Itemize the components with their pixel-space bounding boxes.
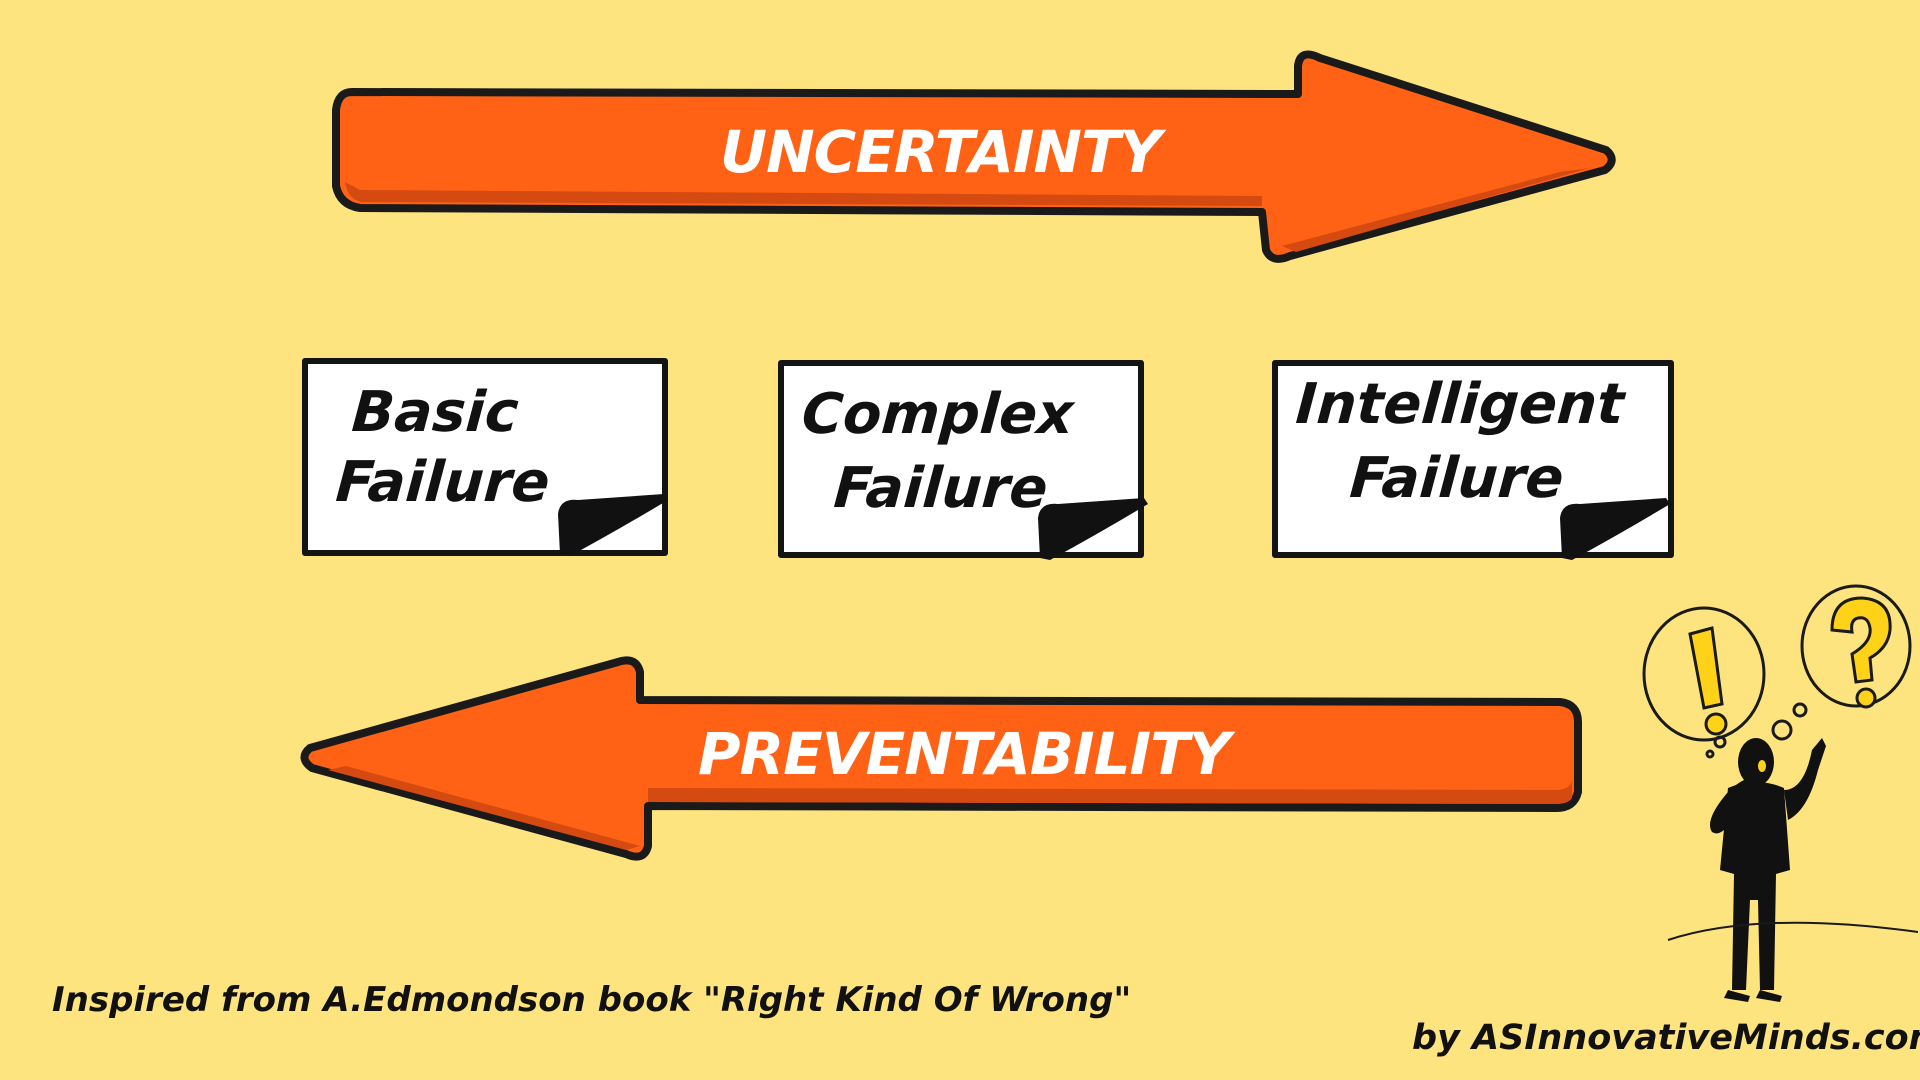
uncertainty-arrow-shadow	[345, 182, 1262, 206]
card-intelligent-curl-icon	[1560, 498, 1670, 560]
ground-line	[1667, 921, 1919, 941]
preventability-arrow-shape	[300, 656, 1582, 861]
preventability-label: PREVENTABILITY	[698, 720, 1231, 788]
card-complex-curl-icon	[1038, 498, 1148, 560]
card-complex-line2: Failure	[831, 456, 1050, 521]
card-complex-line1: Complex	[799, 382, 1076, 447]
thought-bubble-left	[1642, 606, 1766, 742]
question-mark-icon	[1830, 596, 1892, 709]
preventability-arrow-shadow	[648, 780, 1572, 804]
thinking-person-icon	[1710, 738, 1826, 1002]
exclamation-mark-icon	[1688, 626, 1728, 736]
author-credit: by ASInnovativeMinds.com	[1412, 1018, 1920, 1058]
uncertainty-label: UNCERTAINTY	[720, 118, 1162, 186]
card-intelligent-line2: Failure	[1347, 446, 1566, 511]
card-basic-line2: Failure	[333, 450, 552, 515]
card-intelligent-line1: Intelligent	[1293, 372, 1627, 437]
thought-bubble-right	[1800, 584, 1912, 708]
card-basic-curl-icon	[558, 494, 668, 556]
inspired-credit: Inspired from A.Edmondson book "Right Ki…	[52, 980, 1132, 1020]
thinking-person-illustration	[1642, 584, 1919, 1002]
uncertainty-arrow-shape	[332, 50, 1616, 263]
card-basic-line1: Basic	[349, 380, 521, 445]
